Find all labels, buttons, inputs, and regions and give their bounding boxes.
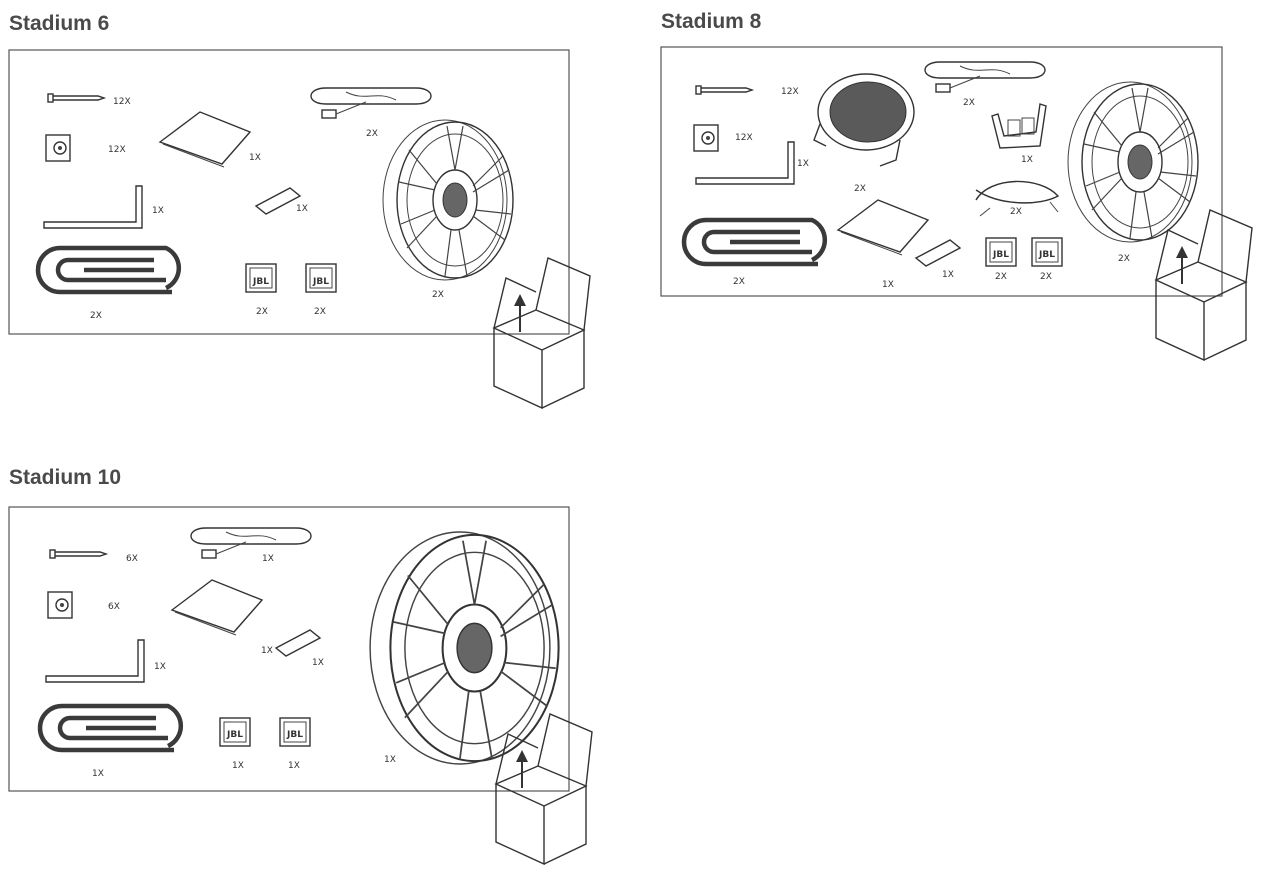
- screw-icon: [695, 85, 753, 95]
- wrench-icon: [695, 141, 795, 185]
- qty-tape: 1X: [312, 658, 324, 668]
- qty-wire: 1X: [262, 554, 274, 564]
- wire-harness-icon: [190, 527, 312, 559]
- tape-icon: [915, 239, 961, 267]
- qty-speaker: 1X: [384, 755, 396, 765]
- stadium-6-panel: 12X 12X 1X 2X 1X 1X JBL 2X JBL 2X 2X 2X: [8, 49, 591, 409]
- badge-logo: JBL: [226, 730, 243, 740]
- qty-manual: 1X: [882, 280, 894, 290]
- cable-icon: [975, 180, 1060, 217]
- qty-badge-2: 2X: [1040, 272, 1052, 282]
- qty-clip: 12X: [735, 133, 753, 143]
- badge-logo: JBL: [992, 250, 1009, 260]
- manual-icon: [837, 199, 929, 256]
- stadium-10-panel: 6X 6X 1X 1X 1X 1X 1X JBL 1X JBL 1X 1X: [8, 506, 593, 865]
- qty-wire: 2X: [366, 129, 378, 139]
- qty-screw: 12X: [781, 87, 799, 97]
- wire-harness-icon: [924, 61, 1046, 93]
- qty-cable: 2X: [1010, 207, 1022, 217]
- grill-clip-icon: [684, 220, 825, 264]
- box-icon: [493, 257, 591, 409]
- badge-logo: JBL: [286, 730, 303, 740]
- qty-badge-2: 1X: [288, 761, 300, 771]
- grill-clip-icon: [38, 248, 179, 292]
- screw-icon: [47, 93, 105, 103]
- qty-manual: 1X: [249, 153, 261, 163]
- wrench-icon: [45, 639, 145, 683]
- badge-logo: JBL: [252, 277, 269, 287]
- box-icon: [1155, 209, 1253, 361]
- screw-icon: [49, 549, 107, 559]
- badge-logo: JBL: [312, 277, 329, 287]
- qty-tape: 1X: [942, 270, 954, 280]
- qty-grill-clip: 2X: [733, 277, 745, 287]
- qty-manual: 1X: [261, 646, 273, 656]
- qty-tape: 1X: [296, 204, 308, 214]
- qty-grill-clip: 1X: [92, 769, 104, 779]
- stadium-8-panel: 12X 12X 1X 2X 2X 2X 1X 2X 1X 1X: [660, 46, 1253, 361]
- wire-harness-icon: [310, 87, 432, 119]
- qty-wrench: 1X: [154, 662, 166, 672]
- qty-screw: 12X: [113, 97, 131, 107]
- qty-speaker: 2X: [432, 290, 444, 300]
- manual-icon: [171, 579, 263, 636]
- qty-wrench: 1X: [797, 159, 809, 169]
- badge-logo: JBL: [1038, 250, 1055, 260]
- manual-icon: [159, 111, 251, 168]
- qty-bracket: 1X: [1021, 155, 1033, 165]
- qty-clip: 12X: [108, 145, 126, 155]
- clip-icon: [45, 134, 71, 162]
- qty-speaker: 2X: [1118, 254, 1130, 264]
- clip-icon: [693, 124, 719, 152]
- speaker-icon: [1067, 81, 1199, 243]
- qty-wrench: 1X: [152, 206, 164, 216]
- qty-tweeter: 2X: [854, 184, 866, 194]
- tape-icon: [275, 629, 321, 657]
- speaker-icon: [369, 530, 560, 766]
- wrench-icon: [43, 185, 143, 229]
- tape-icon: [255, 187, 301, 215]
- grill-clip-icon: [40, 706, 181, 750]
- clip-icon: [47, 591, 73, 619]
- speaker-icon: [382, 119, 514, 281]
- title-stadium-8: Stadium 8: [661, 10, 762, 33]
- qty-wire: 2X: [963, 98, 975, 108]
- qty-grill-clip: 2X: [90, 311, 102, 321]
- qty-badge-1: 2X: [256, 307, 268, 317]
- qty-badge-1: 1X: [232, 761, 244, 771]
- tweeter-icon: [813, 73, 915, 167]
- title-stadium-6: Stadium 6: [9, 12, 110, 35]
- qty-badge-2: 2X: [314, 307, 326, 317]
- bracket-icon: [991, 103, 1047, 149]
- qty-badge-1: 2X: [995, 272, 1007, 282]
- qty-clip: 6X: [108, 602, 120, 612]
- qty-screw: 6X: [126, 554, 138, 564]
- title-stadium-10: Stadium 10: [9, 466, 122, 489]
- box-icon: [495, 713, 593, 865]
